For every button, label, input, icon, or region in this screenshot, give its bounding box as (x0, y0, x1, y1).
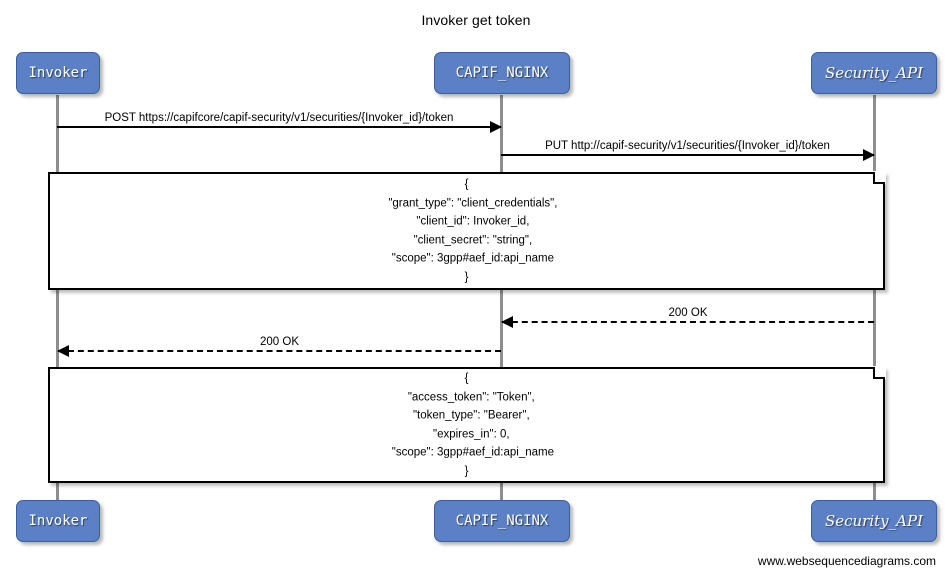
note-line: "grant_type": "client_credentials", (375, 197, 558, 209)
participant-security-api-top-label: Security_API (824, 64, 924, 82)
note-line: "expires_in": 0, (423, 428, 510, 440)
message-put-token[interactable]: PUT http://capif-security/v1/securities/… (501, 140, 875, 161)
participant-capif-nginx-top[interactable]: CAPIF_NGINX (434, 52, 570, 94)
participant-capif-nginx-top-label: CAPIF_NGINX (455, 65, 549, 81)
lifeline-invoker (56, 95, 59, 501)
participant-invoker-bottom[interactable]: Invoker (16, 500, 100, 542)
participant-capif-nginx-bottom[interactable]: CAPIF_NGINX (434, 500, 570, 542)
note-line: } (464, 271, 469, 283)
note-line: "client_secret": "string", (400, 234, 533, 246)
note-line: "scope": 3gpp#aef_id:api_name (378, 446, 555, 459)
participant-security-api-bottom-label: Security_API (824, 512, 924, 530)
note-request-body-text: { "grant_type": "client_credentials", "c… (50, 176, 883, 287)
arrowhead-right-icon (490, 121, 502, 133)
note-fold-corner-icon (873, 367, 885, 379)
message-200-ok-nginx-to-invoker-line (58, 350, 501, 352)
participant-capif-nginx-bottom-label: CAPIF_NGINX (455, 513, 549, 529)
message-post-token[interactable]: POST https://capifcore/capif-security/v1… (57, 112, 502, 133)
message-post-token-line (57, 126, 501, 128)
participant-security-api-top[interactable]: Security_API (811, 52, 937, 94)
diagram-title: Invoker get token (421, 12, 531, 28)
note-line: "scope": 3gpp#aef_id:api_name (378, 252, 555, 265)
note-response-body: { "access_token": "Token", "token_type":… (48, 366, 886, 483)
note-request-body: { "grant_type": "client_credentials", "c… (48, 171, 886, 290)
message-200-ok-security-to-nginx-label: 200 OK (668, 307, 708, 319)
arrowhead-left-icon (501, 316, 513, 328)
participant-security-api-bottom[interactable]: Security_API (811, 500, 937, 542)
lifeline-capif-nginx (500, 95, 503, 501)
lifeline-security-api (873, 95, 876, 501)
note-response-body-text: { "access_token": "Token", "token_type":… (50, 370, 883, 481)
message-200-ok-security-to-nginx[interactable]: 200 OK (501, 307, 874, 328)
note-line: } (464, 465, 469, 477)
arrowhead-left-icon (57, 345, 69, 357)
note-line: "token_type": "Bearer", (403, 409, 530, 422)
message-200-ok-nginx-to-invoker[interactable]: 200 OK (57, 336, 501, 357)
note-line: "access_token": "Token", (398, 391, 535, 403)
message-put-token-label: PUT http://capif-security/v1/securities/… (545, 140, 830, 152)
arrowhead-right-icon (863, 149, 875, 161)
participant-invoker-top[interactable]: Invoker (16, 52, 100, 94)
message-put-token-line (501, 154, 874, 156)
participant-invoker-top-label: Invoker (28, 65, 88, 81)
participant-invoker-bottom-label: Invoker (28, 513, 88, 529)
note-line: { (464, 178, 469, 191)
message-post-token-label: POST https://capifcore/capif-security/v1… (104, 112, 454, 124)
note-line: { (464, 372, 469, 385)
note-line: "client_id": Invoker_id, (403, 215, 530, 228)
note-fold-corner-icon (873, 172, 885, 184)
footer-watermark: www.websequencediagrams.com (757, 554, 936, 568)
message-200-ok-security-to-nginx-line (502, 321, 874, 323)
message-200-ok-nginx-to-invoker-label: 200 OK (260, 336, 299, 348)
